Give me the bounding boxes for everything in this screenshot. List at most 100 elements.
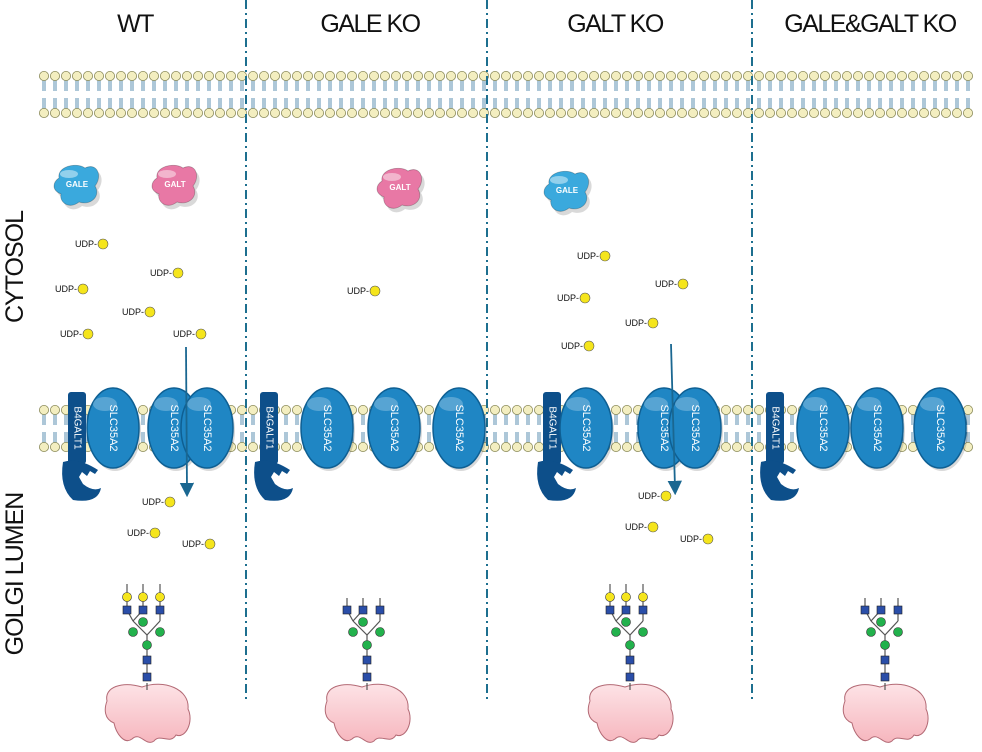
mannose-icon [155,627,165,637]
mannose-icon [128,627,138,637]
udp-label: UDP- [127,528,149,538]
udp-gal-galt-ko-4: UDP- [625,317,659,329]
slc35a2-gale-ko-1: SLC35A2 [300,387,355,471]
slc35a2-shape [559,387,613,469]
gale-enzyme-wt-shape [53,164,99,206]
column-title-gale-ko: GALE KO [320,10,421,38]
glcnac-icon [621,605,631,615]
b4galt1-gale-ko: B4GALT1 [254,392,293,501]
slc35a2-wt-1: SLC35A2 [86,387,141,471]
mannose-icon [638,627,648,637]
galt-enzyme-wt-shape [151,164,197,206]
slc35a2-label: SLC35A2 [658,404,670,451]
b4galt1-label: B4GALT1 [71,406,82,450]
transport-arrow-wt [179,346,195,498]
gale-enzyme-galt-ko: GALE [543,170,592,216]
galactose-icon [621,592,631,602]
udp-label: UDP- [142,497,164,507]
galt-enzyme-gale-ko-label: GALT [389,183,410,192]
galactose-icon [138,592,148,602]
b4galt1-galt-ko: B4GALT1 [537,392,576,501]
column-title-galt-ko: GALT KO [567,10,664,38]
gale-enzyme-galt-ko-shape [543,170,589,212]
b4galt1-anchor [766,392,784,464]
galactose-icon [599,250,611,262]
udp-label: UDP- [638,491,660,501]
slc35a2-shape [86,387,140,469]
glcnac-icon [876,605,886,615]
cytosol-label: CYTOSOL [1,210,29,324]
glcnac-icon [605,605,615,615]
slc35a2-double-ko-1: SLC35A2 [796,387,851,471]
glcnac-icon [342,605,352,615]
udp-label: UDP- [577,251,599,261]
slc35a2-shape [300,387,354,469]
glcnac-icon [362,655,372,665]
plasma-membrane [39,71,974,119]
glycoprotein-shape [842,683,929,743]
udp-label: UDP- [680,534,702,544]
glycan-gale-ko [324,598,411,743]
mannose-icon [611,627,621,637]
galactose-icon [204,538,216,550]
galactose-icon [195,328,207,340]
glcnac-icon [880,672,890,682]
slc35a2-label: SLC35A2 [201,404,213,451]
galactose-icon [579,292,591,304]
slc35a2-shape [367,387,421,469]
slc35a2-double-ko-3: SLC35A2 [913,387,968,471]
column-title-wt: WT [117,10,154,38]
slc35a2-label: SLC35A2 [388,404,400,451]
galactose-icon [702,533,714,545]
udp-label: UDP- [655,279,677,289]
galactose-icon [172,267,184,279]
udp-label: UDP- [122,307,144,317]
slc35a2-galt-ko-3: SLC35A2 [668,387,723,471]
b4galt1-anchor [543,392,561,464]
udp-label: UDP- [75,239,97,249]
glycoprotein-shape [587,683,674,743]
galactose-icon [77,283,89,295]
slc35a2-label: SLC35A2 [453,404,465,451]
glcnac-icon [860,605,870,615]
udp-label: UDP- [347,286,369,296]
udp-label: UDP- [561,341,583,351]
mannose-icon [621,617,631,627]
slc35a2-shape [432,387,486,469]
galactose-icon [155,592,165,602]
glcnac-icon [138,605,148,615]
galt-enzyme-wt: GALT [151,164,200,210]
glcnac-icon [142,672,152,682]
gale-enzyme-wt: GALE [53,164,102,210]
galactose-icon [583,340,595,352]
galactose-icon [97,238,109,250]
slc35a2-double-ko-2: SLC35A2 [850,387,905,471]
b4galt1-label: B4GALT1 [769,406,780,450]
mannose-icon [876,617,886,627]
udp-gal-wt-5: UDP- [60,328,94,340]
mannose-icon [893,627,903,637]
glcnac-icon [625,655,635,665]
gale-enzyme-wt-label: GALE [66,180,89,189]
slc35a2-shape [668,387,722,469]
galactose-icon [677,278,689,290]
galactose-icon [149,527,161,539]
udp-gal-gale-ko-1: UDP- [347,285,381,297]
galactose-icon [369,285,381,297]
udp-label: UDP- [173,329,195,339]
b4galt1-label: B4GALT1 [263,406,274,450]
galt-enzyme-gale-ko-shape [376,167,422,209]
b4galt1-wt: B4GALT1 [62,392,101,501]
mannose-icon [348,627,358,637]
glcnac-icon [155,605,165,615]
udp-label: UDP- [625,318,647,328]
mannose-icon [866,627,876,637]
udp-label: UDP- [55,284,77,294]
mannose-icon [625,640,635,650]
udp-gal-wt-3: UDP- [55,283,89,295]
mannose-icon [362,640,372,650]
mannose-icon [358,617,368,627]
mannose-icon [138,617,148,627]
b4galt1-catalytic-domain [62,460,101,501]
galactose-icon [122,592,132,602]
